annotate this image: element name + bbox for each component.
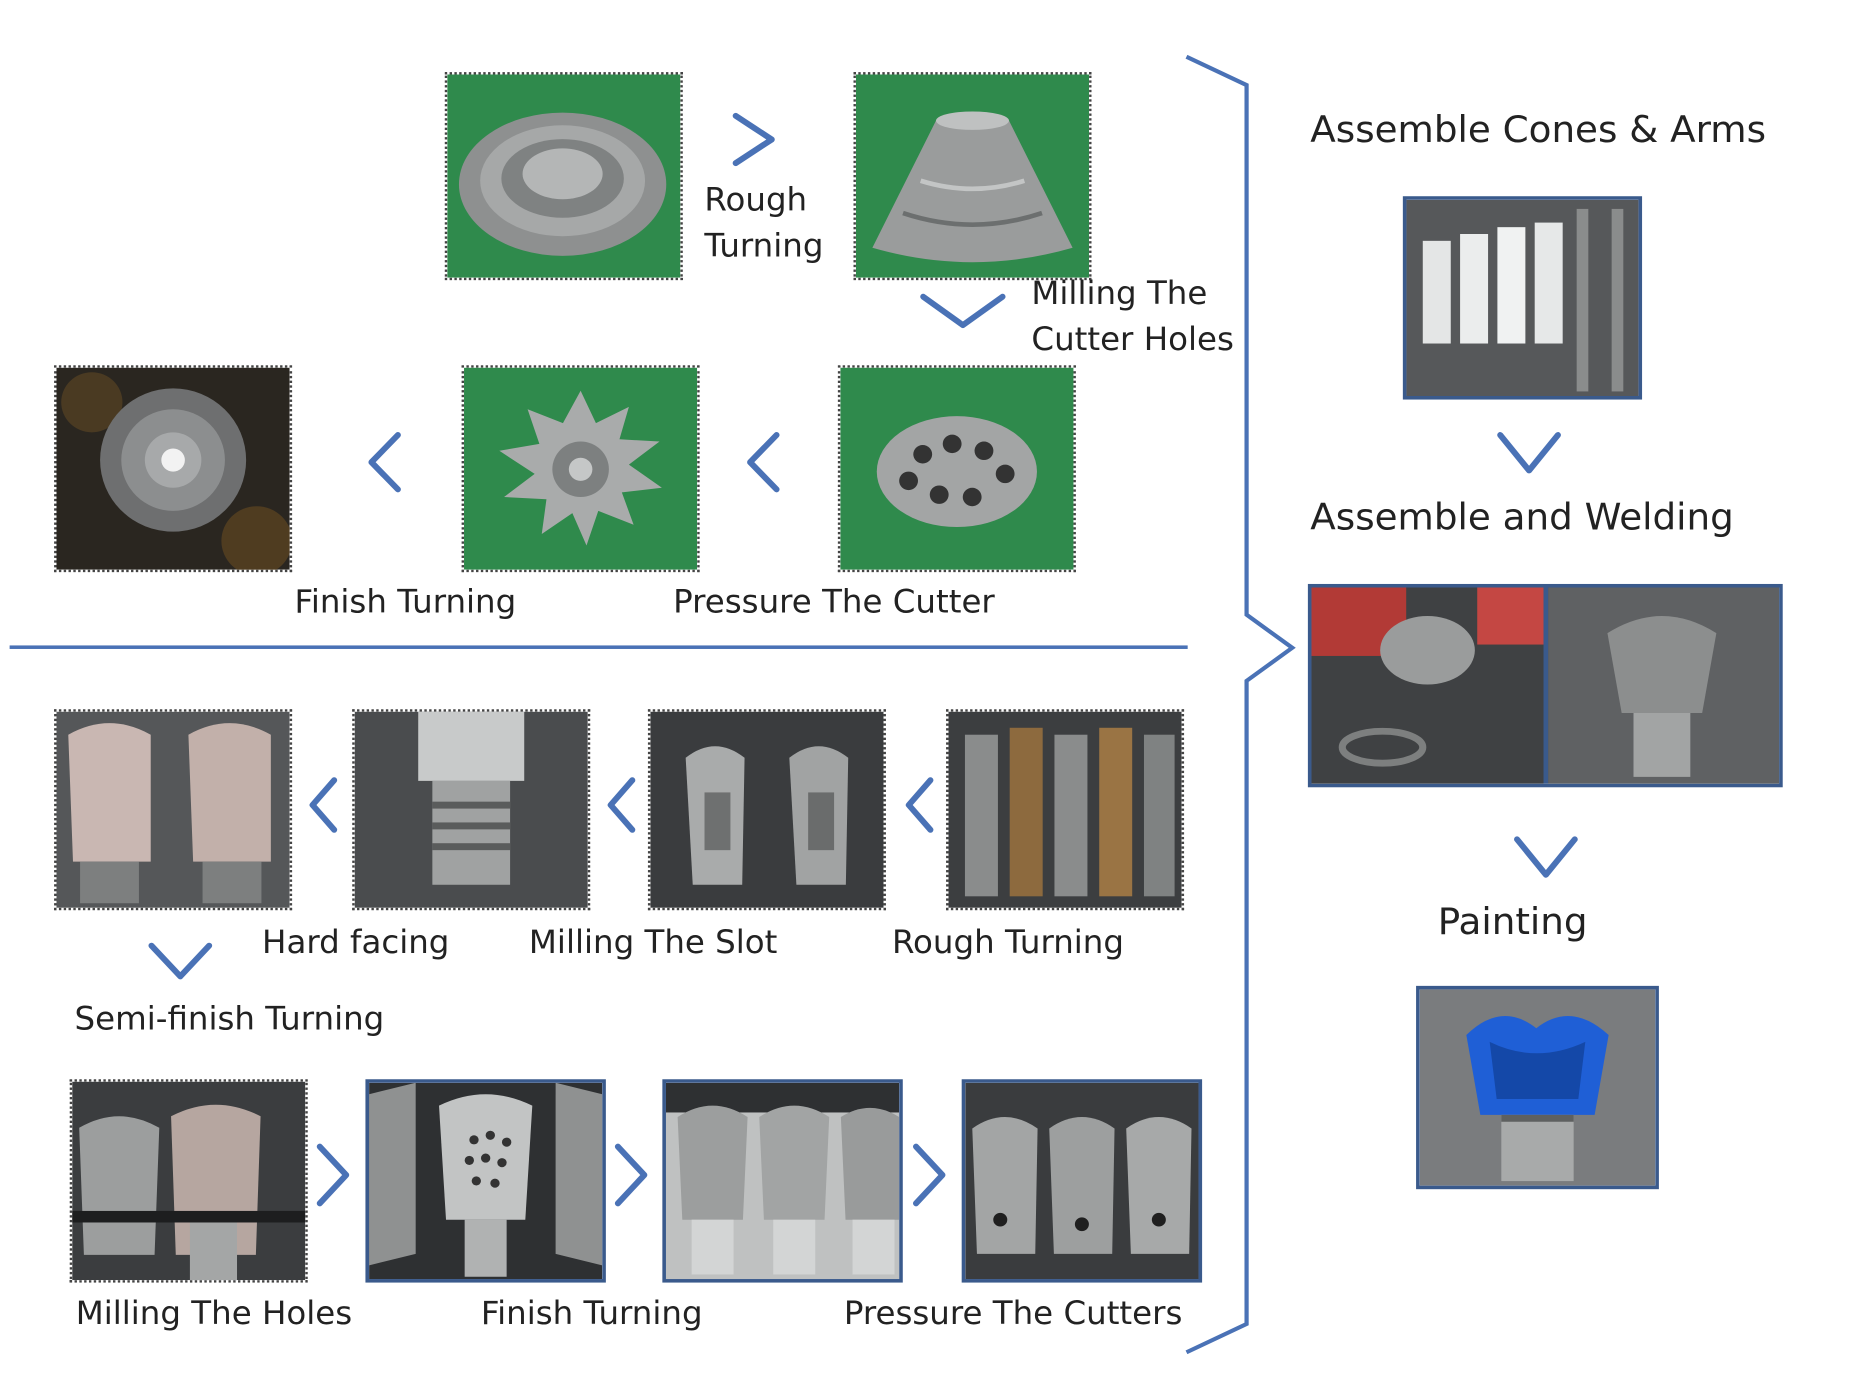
cone-finished-photo xyxy=(54,365,293,573)
arrow-left-icon xyxy=(367,430,403,494)
section-divider xyxy=(9,645,1188,649)
cone-teeth-photo xyxy=(461,365,700,573)
milling-cutter-holes-label: Milling The Cutter Holes xyxy=(1031,275,1234,359)
hard-facing-label: Hard facing xyxy=(262,924,450,962)
cone-rough-turned-photo xyxy=(853,72,1092,281)
arm-finish-turning-photo xyxy=(365,1079,606,1283)
finish-turning-arm-label: Finish Turning xyxy=(480,1295,703,1333)
assemble-cones-arms-label: Assemble Cones & Arms xyxy=(1310,108,1767,152)
arrow-right-icon xyxy=(613,1142,649,1208)
finish-turning-label: Finish Turning xyxy=(294,583,517,621)
rough-turning-arm-label: Rough Turning xyxy=(891,924,1124,962)
assemble-welding-label: Assemble and Welding xyxy=(1310,496,1734,540)
assembly-welding-photo xyxy=(1307,583,1783,788)
arm-milling-holes-photo xyxy=(69,1079,308,1283)
arrow-right-icon xyxy=(728,111,776,168)
assembled-cones-arms-photo xyxy=(1402,196,1643,400)
cone-forging-photo xyxy=(444,72,683,281)
cone-pressed-cutter-photo xyxy=(837,365,1076,573)
arm-holes-drilled-photo xyxy=(662,1079,903,1283)
arrow-left-icon xyxy=(904,775,935,834)
arrow-down-icon xyxy=(918,292,1007,330)
milling-holes-label: Milling The Holes xyxy=(75,1295,353,1333)
arrow-right-icon xyxy=(315,1142,351,1208)
rough-turning-label: Rough Turning xyxy=(704,182,824,265)
arrow-down-icon xyxy=(1512,835,1579,880)
semi-finish-turning-label: Semi-finish Turning xyxy=(74,1001,385,1038)
arrow-left-icon xyxy=(745,430,781,494)
arm-hard-facing-photo xyxy=(352,709,591,911)
arm-pressed-cutters-photo xyxy=(961,1079,1203,1283)
arrow-left-icon xyxy=(606,775,637,834)
grouping-brace xyxy=(1184,54,1304,1355)
arrow-left-icon xyxy=(308,775,339,834)
painted-bit-photo xyxy=(1416,985,1659,1190)
arrow-down-icon xyxy=(1495,430,1562,475)
pressure-cutter-label: Pressure The Cutter xyxy=(673,583,995,621)
painting-label: Painting xyxy=(1437,900,1588,944)
arm-semi-finish-photo xyxy=(54,709,293,911)
arm-rough-turning-photo xyxy=(946,709,1185,911)
arrow-down-icon xyxy=(147,941,214,981)
pressure-cutters-label: Pressure The Cutters xyxy=(843,1295,1183,1333)
arm-milling-slot-photo xyxy=(647,709,886,911)
milling-slot-label: Milling The Slot xyxy=(528,924,778,962)
arrow-right-icon xyxy=(911,1142,947,1208)
